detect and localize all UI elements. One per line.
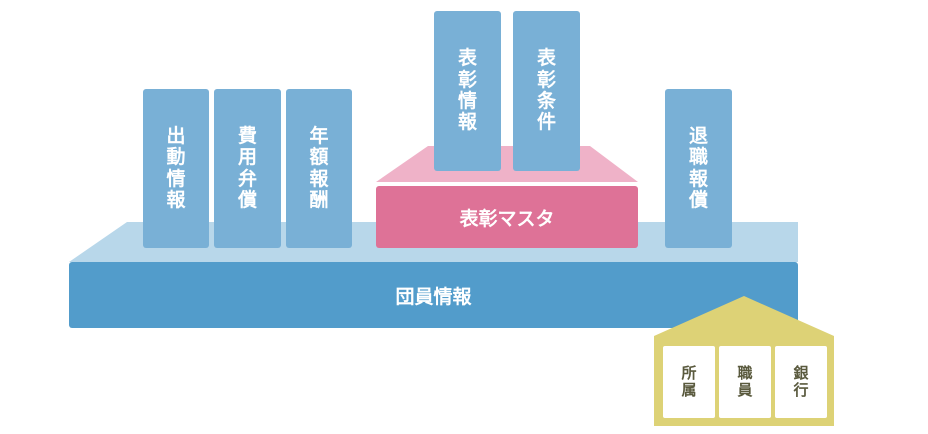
house-box-staff: 職員 bbox=[719, 346, 771, 418]
pillar-retirement-reward: 退職報償 bbox=[665, 89, 732, 248]
pillar-label: 退職報償 bbox=[688, 124, 708, 211]
label-char: 報 bbox=[457, 111, 477, 134]
label-char: 動 bbox=[166, 146, 186, 169]
label-char: 表 bbox=[536, 47, 556, 70]
label-char: 行 bbox=[793, 381, 809, 399]
label-char: 件 bbox=[536, 111, 556, 134]
label-char: 報 bbox=[309, 167, 329, 190]
base-label: 団員情報 bbox=[395, 285, 472, 308]
label-char: 職 bbox=[737, 363, 753, 382]
pillar-dispatch-info: 出動情報 bbox=[143, 89, 209, 248]
pillar-label: 表彰条件 bbox=[537, 48, 556, 133]
label-char: 職 bbox=[688, 146, 708, 169]
label-char: 報 bbox=[688, 167, 708, 190]
pillar-label: 年額報酬 bbox=[309, 124, 329, 211]
label-char: 情 bbox=[457, 90, 477, 112]
label-char: 年 bbox=[309, 124, 329, 147]
label-char: 額 bbox=[309, 146, 329, 169]
label-char: 所 bbox=[681, 363, 697, 382]
pillar-annual-pay: 年額報酬 bbox=[286, 89, 352, 248]
label-char: 属 bbox=[681, 381, 697, 399]
label-char: 銀 bbox=[793, 363, 809, 382]
house-box-bank: 銀行 bbox=[775, 346, 827, 418]
pillar-label: 出動情報 bbox=[166, 124, 186, 211]
label-char: 費 bbox=[237, 124, 257, 147]
label-char: 出 bbox=[166, 124, 186, 147]
label-char: 弁 bbox=[237, 167, 257, 190]
label-char: 条 bbox=[536, 90, 556, 112]
pillar-expense-compensation: 費用弁償 bbox=[214, 89, 281, 248]
pillar-award-conditions: 表彰条件 bbox=[513, 11, 580, 171]
label-char: 酬 bbox=[309, 188, 329, 211]
label-char: 償 bbox=[688, 188, 708, 211]
label-char: 表 bbox=[457, 47, 477, 70]
house-box-affiliation: 所属 bbox=[663, 346, 715, 418]
master-block-front: 表彰マスタ bbox=[376, 186, 638, 248]
label-char: 彰 bbox=[457, 68, 477, 91]
base-slab-front: 団員情報 bbox=[69, 262, 798, 328]
label-char: 償 bbox=[237, 188, 257, 211]
label-char: 彰 bbox=[536, 68, 556, 91]
house-box-label: 銀行 bbox=[793, 363, 809, 400]
label-char: 報 bbox=[166, 188, 186, 211]
label-char: 用 bbox=[237, 146, 257, 169]
pillar-label: 費用弁償 bbox=[237, 124, 257, 211]
house-box-label: 所属 bbox=[681, 363, 697, 400]
label-char: 退 bbox=[688, 124, 708, 147]
label-char: 情 bbox=[166, 167, 186, 190]
master-label: 表彰マスタ bbox=[459, 207, 555, 230]
pillar-label: 表彰情報 bbox=[458, 48, 477, 133]
pillar-award-info: 表彰情報 bbox=[434, 11, 501, 171]
house-box-label: 職員 bbox=[737, 363, 753, 400]
label-char: 員 bbox=[737, 381, 753, 399]
